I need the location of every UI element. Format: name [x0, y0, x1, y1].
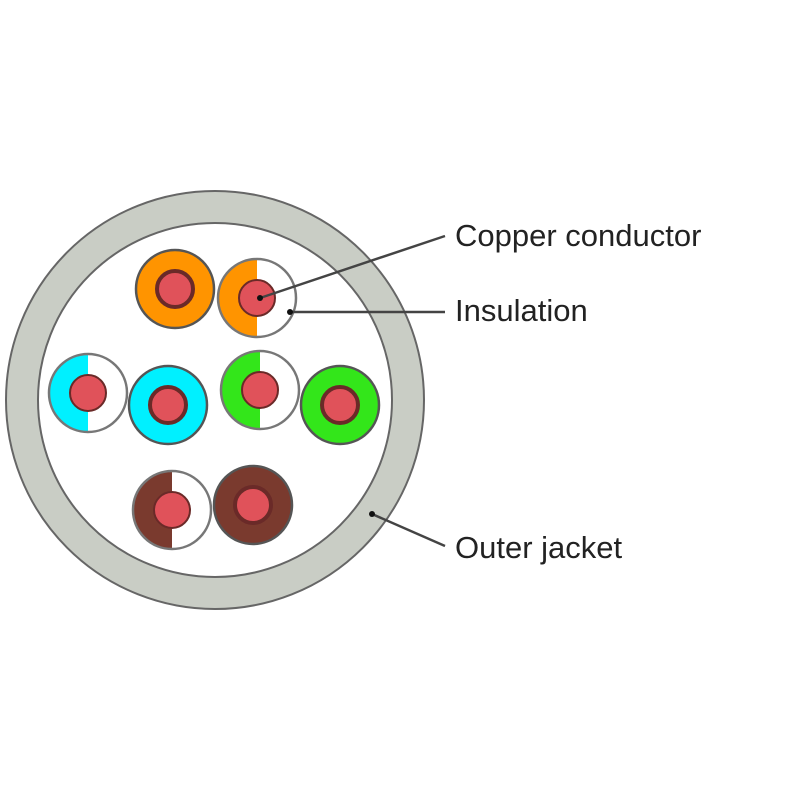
- jacket-inner-edge: [37, 222, 393, 578]
- insulation-stripe: [221, 351, 260, 429]
- copper-conductor: [320, 385, 360, 425]
- label-copper-conductor: Copper conductor: [455, 218, 702, 253]
- wire-orange-white: [216, 257, 298, 339]
- insulation-stripe: [49, 354, 88, 432]
- jacket-outer-edge: [5, 190, 425, 610]
- copper-conductor: [241, 371, 279, 409]
- wire-brown: [212, 464, 294, 546]
- wire-brown-white: [131, 469, 213, 551]
- wire-green-white: [219, 349, 301, 431]
- wire-blue-white: [47, 352, 129, 434]
- outer-jacket: [6, 191, 424, 609]
- wire-orange: [134, 248, 216, 330]
- copper-conductor: [69, 374, 107, 412]
- conductor-leader: [259, 234, 446, 300]
- copper-conductor: [148, 385, 188, 425]
- wire-green: [299, 364, 381, 446]
- copper-conductor: [155, 269, 195, 309]
- copper-conductor: [233, 485, 273, 525]
- copper-conductor: [153, 491, 191, 529]
- leader-lines: [259, 234, 446, 548]
- insulation-stripe: [133, 471, 172, 549]
- wire-blue: [127, 364, 209, 446]
- jacket-leader: [371, 512, 446, 548]
- label-insulation: Insulation: [455, 293, 588, 328]
- label-outer-jacket: Outer jacket: [455, 530, 623, 565]
- insulation-stripe: [218, 259, 257, 337]
